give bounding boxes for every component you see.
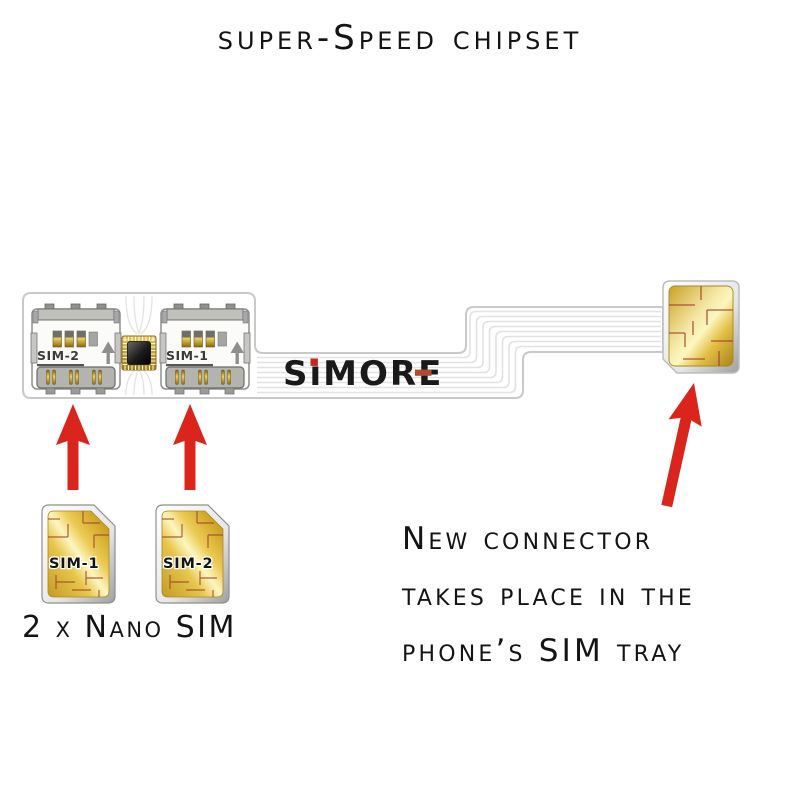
diagonal-arrow-connector (661, 383, 702, 508)
brand-i-dot (310, 358, 318, 366)
sim-slot-left-label: SIM-2 (37, 348, 79, 363)
connector-note-line1: New connector (402, 521, 654, 557)
page-title: super-Speed chipset (217, 18, 583, 58)
chipset-icon (121, 335, 157, 371)
connector-note-line3: phone’s SIM tray (402, 633, 685, 669)
brand-logo: SıMORE (283, 354, 443, 394)
nano-sim-caption: 2 x Nano SIM (22, 610, 237, 645)
connector-note: New connector takes place in the phone’s… (402, 511, 800, 679)
sim-slot-left: SIM-2 (30, 303, 122, 395)
ribbon-traces (257, 310, 661, 394)
nano-sim-card-right-label: SIM-2 (163, 556, 213, 572)
brand-e-bar (415, 369, 432, 376)
nano-sim-card-right: SIM-2 (155, 504, 230, 604)
sim-slot-right-label: SIM-1 (166, 348, 208, 363)
nano-sim-card-left-label: SIM-1 (49, 556, 99, 572)
up-arrow-left (56, 404, 90, 490)
connector-note-line2: takes place in the (402, 577, 696, 613)
sim-slot-right: SIM-1 (159, 303, 251, 395)
nano-sim-card-left: SIM-1 (41, 504, 116, 604)
up-arrow-right (173, 404, 207, 490)
sim-tray-connector (662, 280, 740, 374)
brand-logo-text: SıMORE (283, 354, 443, 394)
